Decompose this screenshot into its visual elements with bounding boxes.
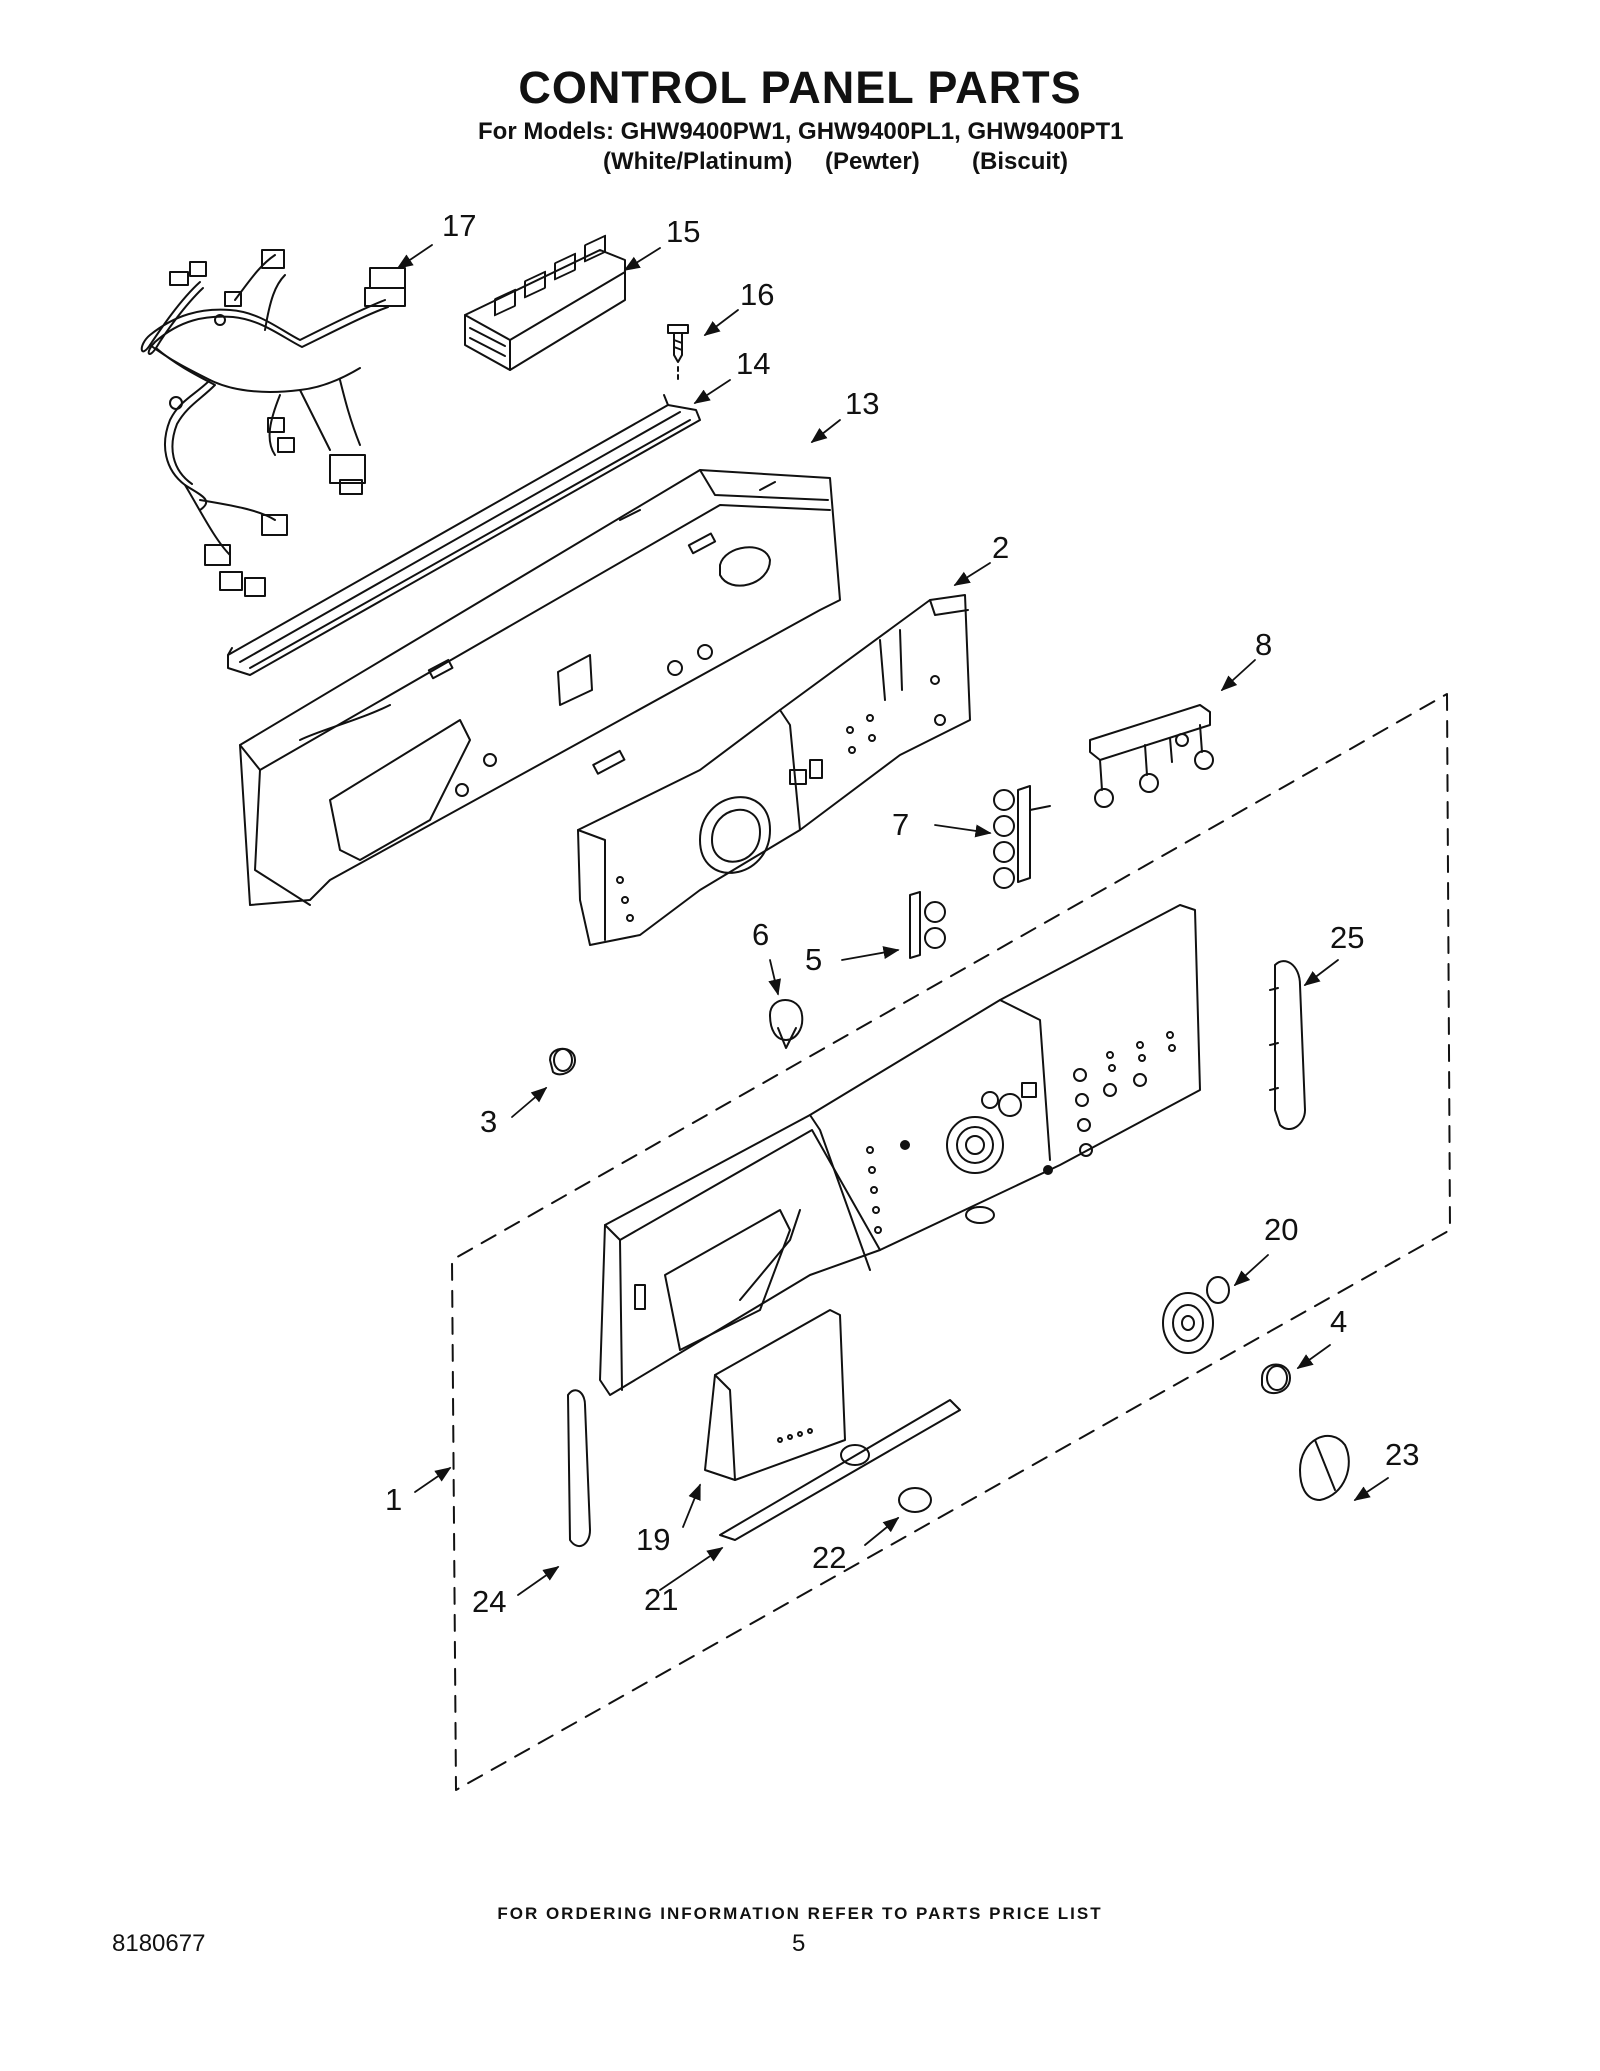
- callout-labels: 17 15 16 14 13 2 8 7 5 6 25 3 20 4 23 1 …: [385, 208, 1419, 1619]
- small-knob-part: [549, 1047, 576, 1076]
- callout-5: 5: [805, 942, 822, 977]
- callout-20: 20: [1264, 1212, 1298, 1247]
- document-number: 8180677: [112, 1930, 206, 1957]
- assembly-boundary: [451, 693, 1451, 1791]
- wire-harness-part: [140, 249, 406, 597]
- page-number: 5: [792, 1930, 806, 1957]
- knob-cap-part: [1261, 1363, 1291, 1394]
- callout-8: 8: [1255, 627, 1272, 662]
- knob-insert-part: [1162, 1276, 1230, 1354]
- callout-23: 23: [1385, 1437, 1419, 1472]
- dispenser-door-part: [704, 1309, 846, 1481]
- callout-25: 25: [1330, 920, 1364, 955]
- control-panel-bracket-part: [239, 469, 841, 906]
- callout-2: 2: [992, 530, 1009, 565]
- callout-15: 15: [666, 214, 700, 249]
- callout-24: 24: [472, 1584, 506, 1619]
- callout-7: 7: [892, 807, 909, 842]
- callout-13: 13: [845, 386, 879, 421]
- page-title: CONTROL PANEL PARTS: [518, 62, 1082, 113]
- callout-22: 22: [812, 1540, 846, 1575]
- leader-arrows: [396, 244, 1389, 1596]
- callout-4: 4: [1330, 1304, 1347, 1339]
- callout-14: 14: [736, 346, 770, 381]
- color-label-white-platinum: (White/Platinum): [603, 148, 793, 175]
- callout-1: 1: [385, 1482, 402, 1517]
- color-label-biscuit: (Biscuit): [972, 148, 1068, 175]
- callout-19: 19: [636, 1522, 670, 1557]
- mounting-rail-part: [227, 394, 701, 676]
- color-label-pewter: (Pewter): [825, 148, 920, 175]
- electronic-module-part: [464, 234, 626, 371]
- badge-part: [898, 1487, 932, 1513]
- model-list: For Models: GHW9400PW1, GHW9400PL1, GHW9…: [478, 118, 1124, 145]
- callout-3: 3: [480, 1104, 497, 1139]
- callout-21: 21: [644, 1582, 678, 1617]
- control-console-part: [599, 904, 1201, 1396]
- button-pair-part: [909, 891, 946, 959]
- ordering-note: FOR ORDERING INFORMATION REFER TO PARTS …: [497, 1904, 1103, 1923]
- knob-part-6: [769, 999, 804, 1049]
- control-board-housing-part: [577, 594, 971, 946]
- callout-17: 17: [442, 208, 476, 243]
- end-cap-left-part: [567, 1389, 591, 1548]
- trim-strip-part: [719, 1399, 961, 1541]
- callout-6: 6: [752, 917, 769, 952]
- screw-part: [667, 324, 689, 383]
- end-cap-right-part: [1269, 960, 1306, 1130]
- button-set-part: [993, 785, 1051, 889]
- button-actuator-set-part: [1089, 704, 1214, 808]
- callout-16: 16: [740, 277, 774, 312]
- knob-part-23: [1299, 1434, 1350, 1501]
